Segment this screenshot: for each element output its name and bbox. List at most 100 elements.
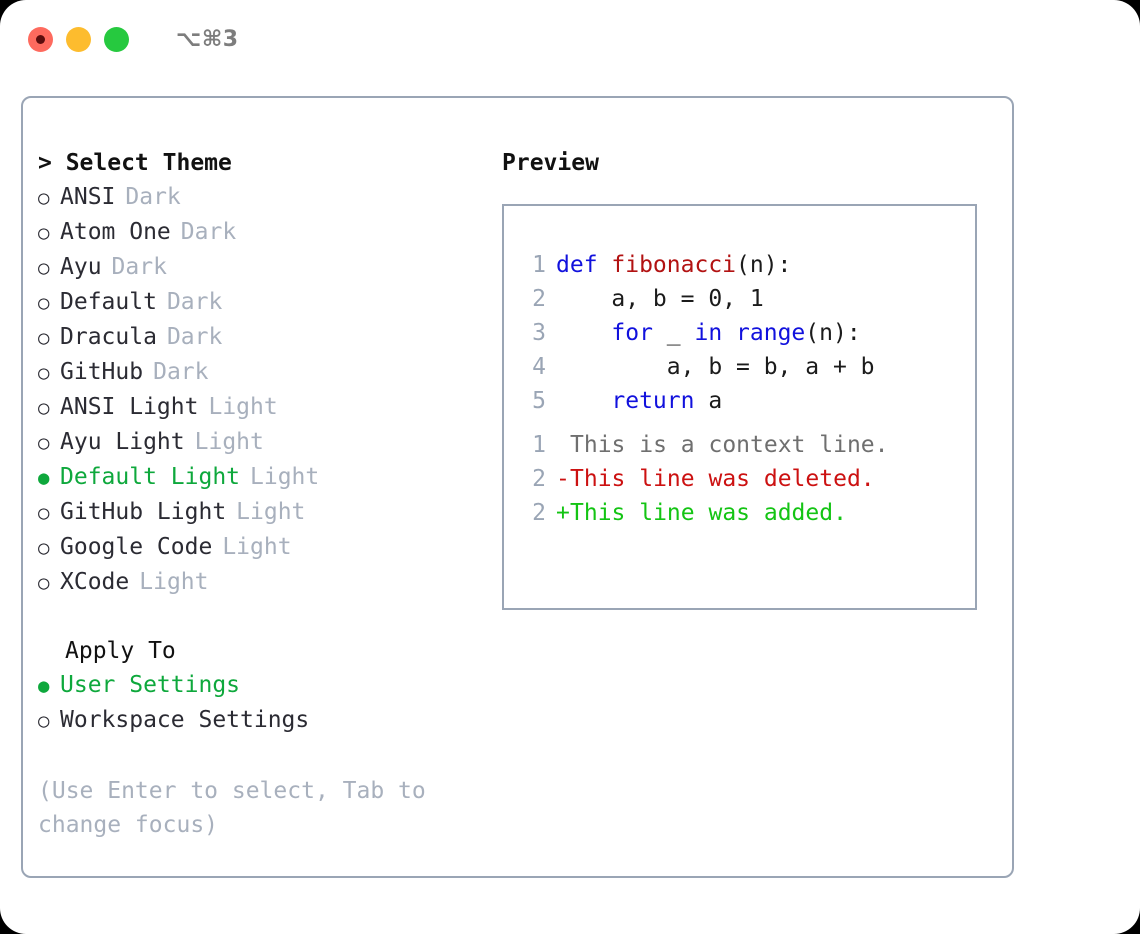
theme-option-label: ANSI Light bbox=[60, 394, 199, 420]
theme-option-tag: Dark bbox=[166, 289, 223, 315]
theme-option-tag: Light bbox=[222, 534, 292, 560]
diff-sign: + bbox=[556, 500, 570, 526]
radio-unselected-icon: ○ bbox=[38, 397, 50, 419]
radio-selected-icon: ● bbox=[38, 675, 50, 697]
apply-to-list: ● User Settings ○Workspace Settings bbox=[38, 668, 488, 738]
code-token-fn: fibonacci bbox=[611, 252, 737, 278]
code-token-kw: for bbox=[611, 320, 653, 346]
theme-option-label: Ayu bbox=[60, 254, 102, 280]
apply-to-group: Apply To ● User Settings ○Workspace Settin… bbox=[38, 634, 488, 738]
theme-option-google-code[interactable]: ○ Google Code Light bbox=[38, 530, 488, 565]
code-line-number: 1 bbox=[532, 252, 546, 278]
theme-option-label: GitHub Light bbox=[60, 499, 227, 525]
theme-option-label: XCode bbox=[60, 569, 130, 595]
theme-option-dracula[interactable]: ○ Dracula Dark bbox=[38, 320, 488, 355]
theme-option-tag: Light bbox=[208, 394, 278, 420]
theme-option-ayu-light[interactable]: ○ Ayu Light Light bbox=[38, 425, 488, 460]
code-line-number: 3 bbox=[532, 320, 546, 346]
code-token-plain: a, b = b, a + b bbox=[556, 354, 875, 380]
theme-option-label: Default Light bbox=[60, 464, 241, 490]
code-token-kw: return bbox=[611, 388, 695, 414]
code-token-plain: (n): bbox=[805, 320, 861, 346]
radio-unselected-icon: ○ bbox=[38, 327, 50, 349]
code-line: 4 a, b = b, a + b bbox=[522, 350, 967, 384]
code-token-plain: a, b = 0, 1 bbox=[556, 286, 764, 312]
theme-option-atom-one[interactable]: ○ Atom One Dark bbox=[38, 215, 488, 250]
diff-line-del: 2-This line was deleted. bbox=[522, 462, 967, 496]
theme-option-tag: Light bbox=[139, 569, 209, 595]
window-title: ⌥⌘3 bbox=[176, 26, 239, 52]
diff-sign: - bbox=[556, 466, 570, 492]
radio-unselected-icon: ○ bbox=[38, 257, 50, 279]
diff-line-number: 2 bbox=[532, 466, 546, 492]
diff-sign bbox=[556, 428, 570, 462]
diff-line-number: 1 bbox=[532, 432, 546, 458]
diff-text: This line was added. bbox=[570, 500, 847, 526]
radio-unselected-icon: ○ bbox=[38, 432, 50, 454]
radio-unselected-icon: ○ bbox=[38, 537, 50, 559]
code-token-plain bbox=[556, 320, 611, 346]
theme-option-tag: Dark bbox=[111, 254, 167, 280]
close-window-button[interactable] bbox=[28, 26, 53, 52]
diff-text: This is a context line. bbox=[570, 432, 889, 458]
zoom-window-button[interactable] bbox=[104, 26, 129, 52]
diff-sample: 1 This is a context line.2-This line was… bbox=[522, 428, 967, 530]
theme-picker-header: > Select Theme bbox=[38, 150, 232, 176]
theme-option-label: Ayu Light bbox=[60, 429, 185, 455]
radio-unselected-icon: ○ bbox=[38, 187, 50, 209]
preview-title: Preview bbox=[502, 150, 599, 176]
apply-to-option-user-settings[interactable]: ● User Settings bbox=[38, 668, 488, 703]
radio-unselected-icon: ○ bbox=[38, 572, 50, 594]
apply-to-option-workspace-settings[interactable]: ○Workspace Settings bbox=[38, 703, 488, 738]
radio-unselected-icon: ○ bbox=[38, 222, 50, 244]
code-line: 5 return a bbox=[522, 384, 967, 418]
code-token-builtin: range bbox=[736, 320, 806, 346]
theme-option-tag: Dark bbox=[180, 219, 237, 245]
minimize-window-button[interactable] bbox=[66, 26, 91, 52]
code-token-plain bbox=[556, 388, 611, 414]
code-token-plain: _ bbox=[652, 320, 695, 346]
theme-option-tag: Dark bbox=[166, 324, 223, 350]
theme-option-tag: Dark bbox=[153, 359, 209, 385]
code-token-kw: in bbox=[694, 320, 723, 346]
code-token-kw: def bbox=[556, 252, 612, 278]
theme-option-label: Google Code bbox=[60, 534, 213, 560]
code-line-number: 2 bbox=[532, 286, 546, 312]
theme-option-ayu[interactable]: ○ Ayu Dark bbox=[38, 250, 488, 285]
theme-option-xcode[interactable]: ○ XCode Light bbox=[38, 565, 488, 600]
theme-option-github[interactable]: ○ GitHub Dark bbox=[38, 355, 488, 390]
theme-option-tag: Light bbox=[250, 464, 320, 490]
title-bar: ⌥⌘3 bbox=[0, 0, 1140, 78]
code-token-plain bbox=[722, 320, 736, 346]
code-token-plain: (n): bbox=[736, 252, 792, 278]
traffic-lights bbox=[28, 26, 129, 52]
diff-text: This line was deleted. bbox=[570, 466, 875, 492]
theme-option-label: Dracula bbox=[60, 324, 157, 350]
keyboard-hint: (Use Enter to select, Tab to change focu… bbox=[38, 778, 440, 838]
theme-option-ansi-light[interactable]: ○ ANSI Light Light bbox=[38, 390, 488, 425]
code-line: 2 a, b = 0, 1 bbox=[522, 282, 967, 316]
diff-line-context: 1 This is a context line. bbox=[522, 428, 967, 462]
code-line-number: 4 bbox=[532, 354, 546, 380]
theme-option-label: GitHub bbox=[60, 359, 144, 385]
radio-unselected-icon: ○ bbox=[38, 362, 50, 384]
theme-option-label: Atom One bbox=[60, 219, 171, 245]
code-line: 1 def fibonacci(n): bbox=[522, 248, 967, 282]
code-token-plain: a bbox=[694, 388, 723, 414]
theme-option-tag: Light bbox=[236, 499, 306, 525]
diff-line-number: 2 bbox=[532, 500, 546, 526]
theme-option-label: Default bbox=[60, 289, 157, 315]
apply-to-header: Apply To bbox=[65, 638, 176, 664]
apply-to-option-label: User Settings bbox=[60, 672, 241, 698]
theme-option-tag: Light bbox=[194, 429, 264, 455]
